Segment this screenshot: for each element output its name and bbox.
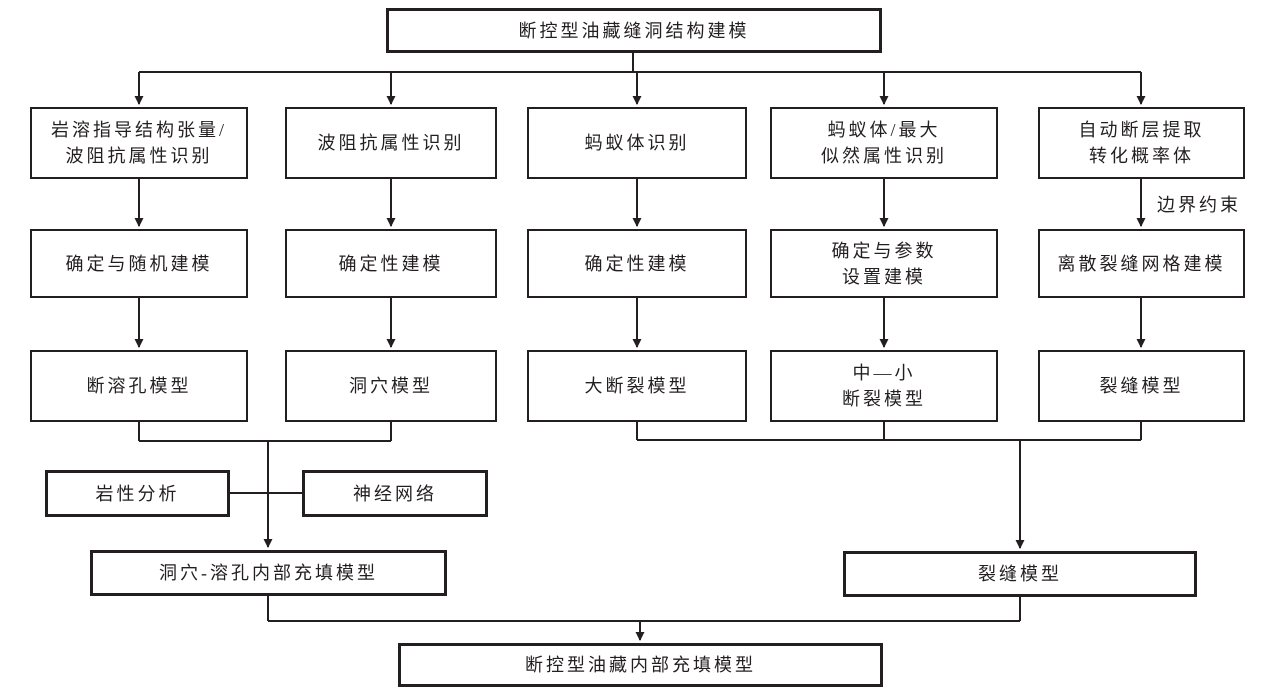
node-fracture-model-upper: 裂缝模型	[1038, 350, 1245, 422]
node-ant-max-likelihood-recognition: 蚂蚁体/最大 似然属性识别	[770, 107, 998, 179]
node-label: 大断裂模型	[584, 376, 690, 396]
node-auto-fault-extraction-probability: 自动断层提取 转化概率体	[1038, 107, 1245, 179]
node-label: 洞穴模型	[349, 376, 433, 396]
node-cave-model: 洞穴模型	[285, 350, 497, 422]
connector-lines	[134, 53, 1146, 641]
node-cave-pore-internal-filling-model: 洞穴-溶孔内部充填模型	[90, 550, 447, 596]
node-label: 岩溶指导结构张量/ 波阻抗属性识别	[50, 120, 227, 166]
node-neural-network: 神经网络	[302, 470, 488, 517]
node-label: 裂缝模型	[1099, 376, 1184, 396]
edge-label-boundary-constraint: 边界约束	[1157, 195, 1241, 215]
node-impedance-attribute-recognition: 波阻抗属性识别	[285, 107, 497, 179]
node-label: 裂缝模型	[978, 564, 1062, 584]
node-label: 神经网络	[353, 483, 437, 504]
node-label: 离散裂缝网格建模	[1057, 253, 1226, 274]
node-ant-body-recognition: 蚂蚁体识别	[527, 107, 747, 179]
node-label: 断控型油藏缝洞结构建模	[518, 20, 750, 41]
node-structure-modeling-title: 断控型油藏缝洞结构建模	[386, 8, 882, 53]
node-discrete-fracture-network-modeling: 离散裂缝网格建模	[1038, 229, 1245, 298]
node-lithology-analysis: 岩性分析	[45, 470, 230, 517]
node-fault-dissolved-pore-model: 断溶孔模型	[30, 350, 248, 422]
node-fracture-model-lower: 裂缝模型	[843, 551, 1197, 597]
node-deterministic-modeling-1: 确定性建模	[285, 229, 497, 298]
node-deterministic-stochastic-modeling: 确定与随机建模	[30, 229, 248, 298]
node-label: 确定性建模	[584, 253, 690, 274]
node-parameter-setting-modeling: 确定与参数 设置建模	[770, 229, 998, 298]
node-label: 蚂蚁体识别	[584, 133, 690, 153]
node-label: 断控型油藏内部充填模型	[525, 655, 756, 675]
node-label: 断溶孔模型	[86, 376, 192, 396]
node-label: 蚂蚁体/最大 似然属性识别	[821, 120, 947, 166]
node-large-fault-model: 大断裂模型	[527, 350, 747, 422]
node-label: 确定与随机建模	[65, 253, 213, 274]
node-label: 中—小 断裂模型	[842, 363, 926, 409]
node-karst-tensor-impedance-recognition: 岩溶指导结构张量/ 波阻抗属性识别	[30, 107, 248, 179]
node-label: 确定性建模	[338, 253, 444, 274]
node-label: 自动断层提取 转化概率体	[1078, 120, 1205, 166]
node-label: 确定与参数 设置建模	[831, 240, 937, 287]
node-reservoir-internal-filling-model: 断控型油藏内部充填模型	[398, 643, 883, 687]
node-label: 波阻抗属性识别	[317, 133, 465, 153]
node-label: 洞穴-溶孔内部充填模型	[159, 563, 378, 583]
node-medium-small-fault-model: 中—小 断裂模型	[770, 350, 998, 422]
node-label: 岩性分析	[95, 483, 180, 504]
node-deterministic-modeling-2: 确定性建模	[527, 229, 747, 298]
